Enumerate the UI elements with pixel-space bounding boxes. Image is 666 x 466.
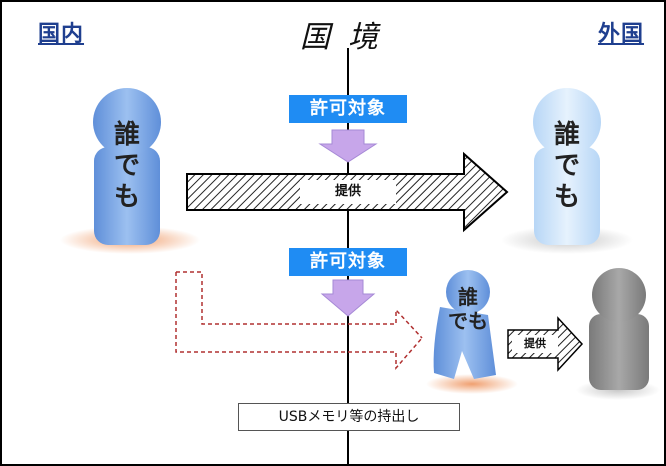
- anyone-walking-text: 誰 でも: [448, 285, 488, 333]
- usb-path-arrow: [175, 271, 423, 371]
- permitted-badge-bottom: 許可対象: [289, 248, 407, 276]
- person-foreign: [501, 88, 633, 254]
- usb-carryout-label: USBメモリ等の持出し: [238, 403, 460, 431]
- provide-label-small: 提供: [512, 335, 558, 353]
- border-title: 国境: [300, 20, 396, 55]
- provide-label-big: 提供: [300, 180, 396, 204]
- permission-arrow-top: [318, 129, 378, 163]
- permitted-badge-top: 許可対象: [289, 95, 407, 123]
- domestic-label: 国内: [38, 22, 85, 47]
- foreign-label: 外国: [598, 22, 645, 47]
- permission-arrow-bottom: [320, 279, 376, 317]
- person-domestic: [60, 88, 200, 254]
- person-gray: [576, 268, 660, 400]
- person-walking: [426, 270, 518, 394]
- anyone-foreign-text: 誰 でも: [553, 120, 580, 212]
- anyone-domestic-text: 誰 でも: [113, 120, 140, 212]
